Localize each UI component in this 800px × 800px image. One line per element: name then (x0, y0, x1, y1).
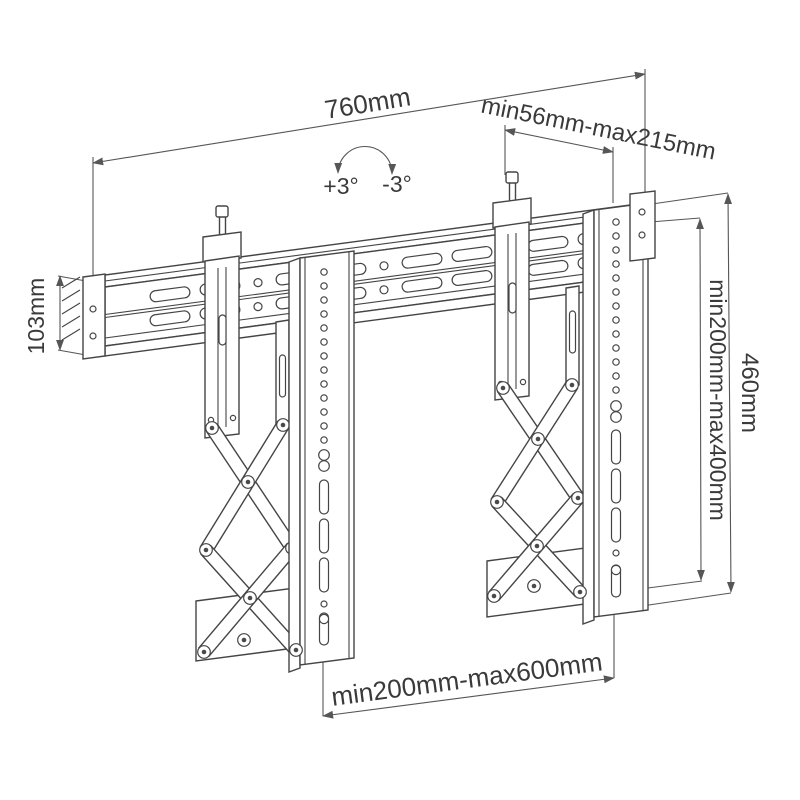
dimension-vesa-horizontal: min200mm-max600mm (322, 610, 615, 719)
tilt-positive-label: +3° (323, 173, 358, 199)
left-lock-clamp (202, 231, 242, 263)
tilt-negative-label: -3° (382, 171, 412, 197)
left-bracket-side-face (288, 257, 301, 673)
tilt-arc (334, 145, 397, 175)
right-lock-clamp (492, 197, 532, 229)
right-scissor-mechanism (486, 378, 601, 618)
right-bracket-rail-hook (629, 190, 656, 262)
vesa-horizontal-label: min200mm-max600mm (329, 646, 604, 711)
right-bracket-front-face (593, 202, 649, 618)
right-bracket-side-face (582, 209, 595, 625)
left-scissor-mechanism (195, 418, 311, 662)
rail-end-cap (82, 273, 106, 360)
right-bracket-pivot-bolt (573, 585, 587, 599)
tilt-indicator: +3° -3° (323, 145, 412, 199)
vesa-bracket-right (582, 190, 656, 625)
vesa-bracket-left (288, 250, 355, 673)
right-bracket-holes (610, 218, 622, 598)
left-lock-assembly (202, 205, 290, 439)
dimension-bracket-height: 460mm (641, 192, 763, 607)
bracket-height-label: 460mm (736, 353, 763, 433)
left-lock-screw-knob (215, 205, 229, 218)
left-lock-channel (204, 255, 240, 439)
rail-front-face (104, 214, 646, 347)
left-bracket-pivot-bolt (289, 643, 303, 657)
left-bracket-holes (318, 268, 330, 646)
dimension-vesa-vertical: min200mm-max400mm (639, 217, 731, 590)
depth-range-label: min56mm-max215mm (479, 92, 718, 166)
vesa-vertical-label: min200mm-max400mm (705, 279, 731, 521)
wall-hatch-marks (61, 276, 81, 341)
right-lock-assembly (492, 171, 580, 401)
dimension-rail-height: 103mm (23, 275, 87, 356)
right-lock-screw-knob (505, 171, 519, 184)
rail-height-label: 103mm (23, 278, 49, 355)
